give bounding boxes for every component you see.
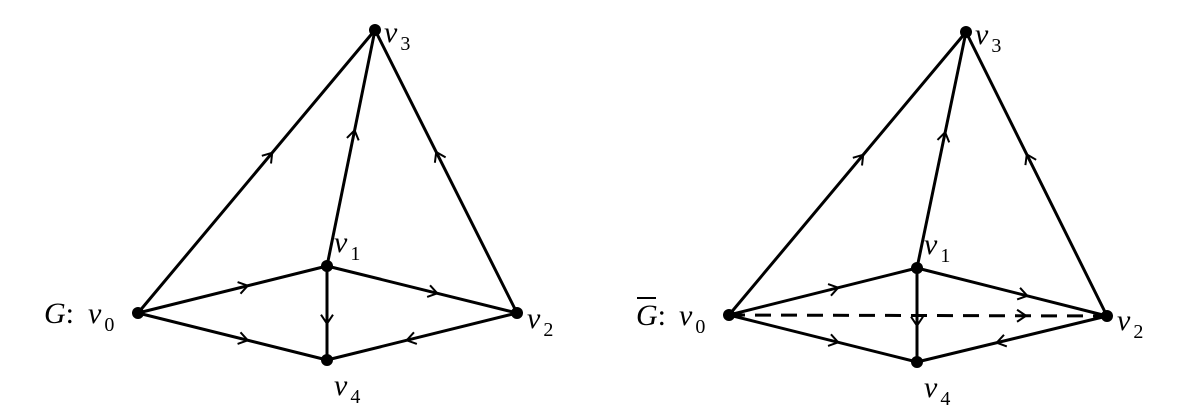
vertex-v0 (723, 309, 735, 321)
graph-title: G: (636, 299, 666, 332)
arrow-head-icon (1016, 308, 1028, 323)
arrow-head-icon (404, 331, 418, 345)
edge-v1-v3 (915, 30, 968, 270)
vertex-v2 (1101, 310, 1113, 322)
vertex-v3 (369, 24, 381, 36)
edge-line (727, 313, 919, 364)
graph-title: G: (44, 297, 74, 330)
edge-line (915, 314, 1109, 364)
edge-v1-v3 (325, 28, 377, 268)
arrow-head-icon (936, 130, 951, 143)
edge-v0-v1 (727, 266, 919, 317)
edge-v1-v2 (325, 264, 519, 315)
vertex-v0 (132, 307, 144, 319)
arrow-head-icon (320, 314, 334, 326)
arrow-head-icon (426, 284, 440, 298)
edge-v0-v3 (136, 28, 377, 315)
arrow-head-icon (346, 128, 360, 141)
arrow-head-icon (827, 333, 840, 347)
edge-line (136, 264, 329, 315)
vertex-v1 (911, 262, 923, 274)
edge-line (325, 264, 519, 315)
edge-v0-v2 (728, 308, 1108, 323)
vertex-v3 (960, 26, 972, 38)
edge-line (964, 30, 1109, 318)
edge-v0-v3 (727, 30, 968, 317)
arrow-head-icon (261, 151, 274, 164)
vertex-v1 (321, 260, 333, 272)
edge-v2-v3 (964, 30, 1109, 318)
arrow-head-icon (827, 283, 840, 297)
edge-v2-v3 (373, 28, 519, 315)
edge-v0-v4 (136, 311, 329, 362)
vertex-v2 (511, 307, 523, 319)
edge-v1-v2 (915, 266, 1109, 318)
edge-v2-v4 (915, 314, 1109, 364)
arrow-head-icon (1016, 287, 1030, 301)
arrow-head-icon (1024, 152, 1037, 166)
edge-line (915, 30, 968, 270)
vertex-v4 (911, 356, 923, 368)
edge-line (915, 266, 1109, 318)
edge-v1-v4 (320, 264, 334, 362)
edge-line (727, 266, 919, 317)
arrow-head-icon (994, 334, 1008, 348)
arrow-head-icon (433, 150, 447, 163)
edge-line (136, 311, 329, 362)
arrow-head-icon (237, 281, 250, 295)
arrow-head-icon (910, 316, 924, 328)
edge-v0-v1 (136, 264, 329, 315)
arrow-head-icon (237, 331, 250, 345)
edge-line (728, 313, 1108, 318)
edge-line (325, 28, 377, 268)
edge-line (373, 28, 519, 315)
vertex-v4 (321, 354, 333, 366)
edge-line (136, 28, 377, 315)
arrow-head-icon (852, 153, 865, 166)
edge-line (325, 311, 519, 362)
edge-v2-v4 (325, 311, 519, 362)
edge-line (727, 30, 968, 317)
edge-v0-v4 (727, 313, 919, 364)
